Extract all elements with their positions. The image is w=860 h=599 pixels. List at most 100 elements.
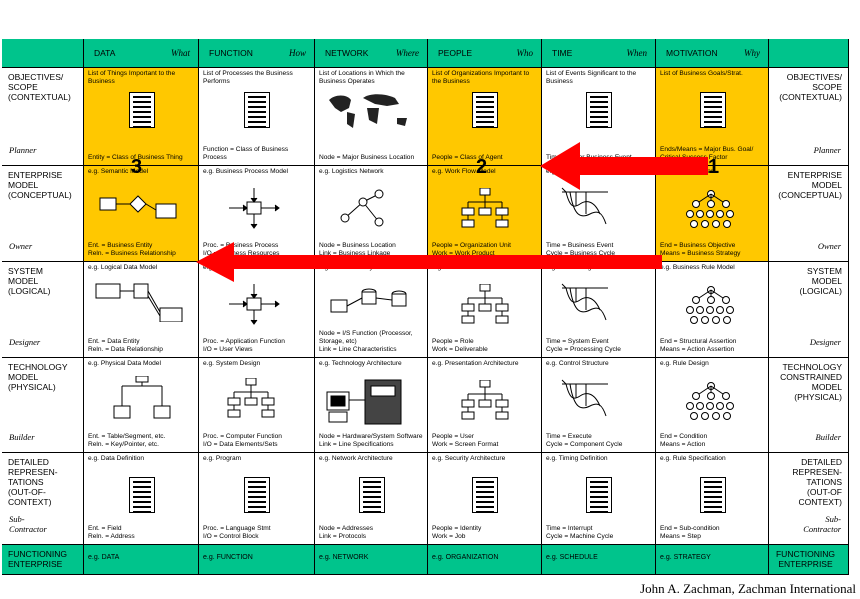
row-role: Sub- Contractor <box>9 514 47 534</box>
cell-definition: Time = System Event Cycle = Processing C… <box>546 338 621 353</box>
cell-definition: Proc. = Computer Function I/O = Data Ele… <box>203 433 282 448</box>
row-label-text: SYSTEM MODEL (LOGICAL) <box>8 266 51 296</box>
row-label-right: SYSTEM MODEL (LOGICAL)Designer <box>769 262 849 358</box>
cell-title: e.g. Program <box>203 455 242 462</box>
cell-title: e.g. Data Definition <box>88 455 145 462</box>
cell-definition: Node = Hardware/System Software Link = L… <box>319 433 423 448</box>
cell-definition: Time = Interrupt Cycle = Machine Cycle <box>546 525 614 540</box>
distributed-system-diagram <box>330 288 407 313</box>
world-map-icon <box>329 94 407 128</box>
timing-diagram <box>561 187 608 225</box>
marker-2: 2 <box>476 156 488 178</box>
logical-data-model-diagram <box>95 283 183 322</box>
row-label-text: TECHNOLOGY MODEL (PHYSICAL) <box>8 362 68 392</box>
column-header-label: TIME <box>552 48 573 58</box>
cell-title: e.g. Application Architecture <box>203 264 285 271</box>
document-icon <box>586 92 612 128</box>
row-label-text: TECHNOLOGY CONSTRAINED MODEL (PHYSICAL) <box>780 362 842 402</box>
footer-cell-text: e.g. STRATEGY <box>660 554 711 561</box>
physical-data-model-diagram <box>113 376 171 419</box>
semantic-model-diagram <box>99 195 177 219</box>
cell-title: e.g. Physical Data Model <box>88 360 161 367</box>
cell-title: e.g. Timing Definition <box>546 455 608 462</box>
cell-definition: Function = Class of Business Process <box>203 146 289 161</box>
cell-title: e.g. Technology Architecture <box>319 360 402 367</box>
footer-cell-time: e.g. SCHEDULE <box>542 545 656 575</box>
process-flow-diagram <box>229 284 280 325</box>
footer-cell-text: e.g. SCHEDULE <box>546 554 598 561</box>
cell-definition: End = Structural Assertion Means = Actio… <box>660 338 737 353</box>
footer-label-right: FUNCTIONING ENTERPRISE <box>769 545 849 575</box>
column-header-motivation: MOTIVATION Why <box>656 39 769 68</box>
row-role: Owner <box>817 241 841 251</box>
cell-definition: End = Business Objective Means = Busines… <box>660 242 741 257</box>
hardware-icon <box>326 379 402 425</box>
cell-definition: End = Sub-condition Means = Step <box>660 525 720 540</box>
cell-title: List of Business Goals/Strat. <box>660 70 743 77</box>
column-header-label: DATA <box>94 48 116 58</box>
footer-label-text: FUNCTIONING ENTERPRISE <box>775 549 836 569</box>
row-label-right: DETAILED REPRESEN- TATIONS (OUT-OF CONTE… <box>769 453 849 545</box>
footer-cell-data: e.g. DATA <box>84 545 199 575</box>
process-flow-diagram <box>229 188 280 229</box>
cell-people-row1: List of Organizations Important to the B… <box>428 68 542 166</box>
cell-definition: Proc. = Application Function I/O = User … <box>203 338 285 353</box>
cell-definition: Ent. = Table/Segment, etc. Reln. = Key/P… <box>88 433 166 448</box>
cell-title: List of Organizations Important to the B… <box>432 70 530 85</box>
footer-cell-text: e.g. FUNCTION <box>203 554 253 561</box>
rule-tree-diagram <box>686 286 734 324</box>
document-icon <box>699 92 726 128</box>
column-header-question: What <box>171 48 190 58</box>
row-label-left: SYSTEM MODEL (LOGICAL)Designer <box>2 262 84 358</box>
cell-title: e.g. Work Flow Model <box>432 168 496 175</box>
document-icon <box>244 92 270 128</box>
cell-title: List of Locations in Which the Business … <box>319 70 405 85</box>
column-header-question: How <box>288 48 306 58</box>
cell-title: List of Processes the Business Performs <box>203 70 293 85</box>
cell-definition: Time = Business Event Cycle = Business C… <box>546 242 616 257</box>
cell-definition: Node = Addresses Link = Protocols <box>319 525 374 540</box>
cell-title: e.g. Logical Data Model <box>88 264 158 271</box>
cell-definition: People = Organization Unit Work = Work P… <box>432 242 511 257</box>
row-role: Designer <box>809 337 841 347</box>
row-role: Builder <box>9 432 35 442</box>
row-label-text: DETAILED REPRESEN- TATIONS (OUT-OF- CONT… <box>8 457 58 507</box>
cell-title: e.g. Master Schedule <box>546 168 609 175</box>
row-label-text: OBJECTIVES/ SCOPE (CONTEXTUAL) <box>8 72 71 102</box>
column-header-label: MOTIVATION <box>666 48 718 58</box>
cell-definition: Proc. = Language Stmt I/O = Control Bloc… <box>203 525 271 540</box>
cell-title: e.g. Control Structure <box>546 360 609 367</box>
row-role: Sub- Contractor <box>803 514 841 534</box>
rule-tree-diagram <box>686 190 734 228</box>
cell-title: e.g. Security Architecture <box>432 455 506 462</box>
cell-definition: Node = I/S Function (Processor, Storage,… <box>319 330 413 353</box>
document-icon <box>358 477 385 513</box>
column-header-question: Why <box>744 48 760 58</box>
row-role: Owner <box>9 241 33 251</box>
cell-title: e.g. Processing Structure <box>546 264 621 271</box>
row-label-text: DETAILED REPRESEN- TATIONS (OUT-OF CONTE… <box>792 457 842 507</box>
cell-title: e.g. Network Architecture <box>319 455 393 462</box>
cell-definition: Entity = Class of Business Thing <box>88 154 183 161</box>
column-header-label: FUNCTION <box>209 48 253 58</box>
cell-definition: People = Class of Agent <box>432 154 503 161</box>
logistics-network-diagram <box>340 189 384 227</box>
document-icon <box>128 92 155 128</box>
row-label-right: OBJECTIVES/ SCOPE (CONTEXTUAL)Planner <box>769 68 849 166</box>
cell-time-row1: List of Events Significant to the Busine… <box>542 68 656 166</box>
